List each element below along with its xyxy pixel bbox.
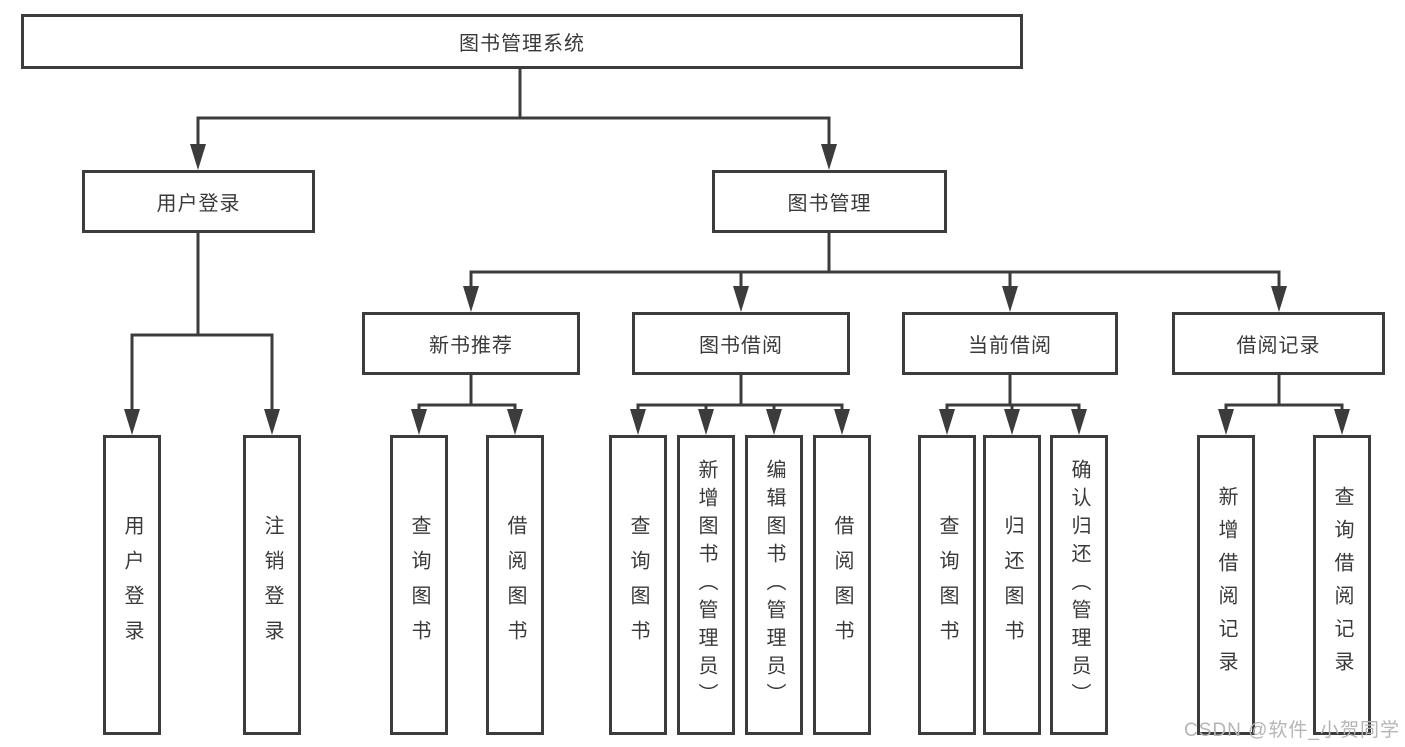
node-book-management: 图书管理 bbox=[712, 170, 947, 233]
leaf-add-borrow-record-label: 新增借阅记录 bbox=[1215, 486, 1237, 684]
leaf-user-login-label: 用户登录 bbox=[121, 515, 143, 655]
leaf-edit-books-admin: 编辑图书（管理员） bbox=[745, 435, 803, 735]
leaf-query-books-recommend-label: 查询图书 bbox=[408, 515, 430, 655]
leaf-add-books-admin: 新增图书（管理员） bbox=[677, 435, 735, 735]
connector-book-borrow-children-bar bbox=[636, 403, 844, 411]
leaf-return-books: 归还图书 bbox=[983, 435, 1041, 735]
connector-new-book-children-bar bbox=[417, 403, 517, 411]
leaf-query-books-recommend: 查询图书 bbox=[390, 435, 448, 735]
leaf-borrow-books: 借阅图书 bbox=[813, 435, 871, 735]
connector-borrow-records-children-bar bbox=[1224, 403, 1344, 411]
leaf-borrow-books-recommend: 借阅图书 bbox=[486, 435, 544, 735]
node-new-book-recommend: 新书推荐 bbox=[362, 312, 580, 375]
leaf-add-borrow-record: 新增借阅记录 bbox=[1197, 435, 1255, 735]
leaf-query-books-current: 查询图书 bbox=[918, 435, 976, 735]
leaf-return-books-label: 归还图书 bbox=[1001, 515, 1023, 655]
leaf-query-books-current-label: 查询图书 bbox=[936, 515, 958, 655]
leaf-edit-books-admin-label: 编辑图书（管理员） bbox=[763, 459, 785, 711]
leaf-query-books-borrow-label: 查询图书 bbox=[627, 515, 649, 655]
node-book-borrow: 图书借阅 bbox=[632, 312, 850, 375]
leaf-query-borrow-record-label: 查询借阅记录 bbox=[1331, 486, 1353, 684]
leaf-user-login: 用户登录 bbox=[103, 435, 161, 735]
connector-level3-bar bbox=[469, 270, 1281, 290]
leaf-add-books-admin-label: 新增图书（管理员） bbox=[695, 459, 717, 711]
leaf-logout: 注销登录 bbox=[243, 435, 301, 735]
leaf-query-books-borrow: 查询图书 bbox=[609, 435, 667, 735]
node-current-borrow: 当前借阅 bbox=[902, 312, 1118, 375]
arrowheads bbox=[124, 144, 1350, 435]
leaf-confirm-return-admin: 确认归还（管理员） bbox=[1050, 435, 1108, 735]
leaf-confirm-return-admin-label: 确认归还（管理员） bbox=[1068, 459, 1090, 711]
leaf-logout-label: 注销登录 bbox=[261, 515, 283, 655]
node-user-login: 用户登录 bbox=[82, 170, 315, 233]
node-root-system: 图书管理系统 bbox=[21, 14, 1023, 69]
connector-user-login-children-bar bbox=[130, 333, 274, 411]
csdn-watermark: CSDN @软件_小贺同学 bbox=[1184, 720, 1400, 741]
connector-level2-bar bbox=[196, 116, 831, 146]
leaf-borrow-books-label: 借阅图书 bbox=[831, 515, 853, 655]
node-borrow-records: 借阅记录 bbox=[1172, 312, 1385, 375]
leaf-borrow-books-recommend-label: 借阅图书 bbox=[504, 515, 526, 655]
leaf-query-borrow-record: 查询借阅记录 bbox=[1313, 435, 1371, 735]
